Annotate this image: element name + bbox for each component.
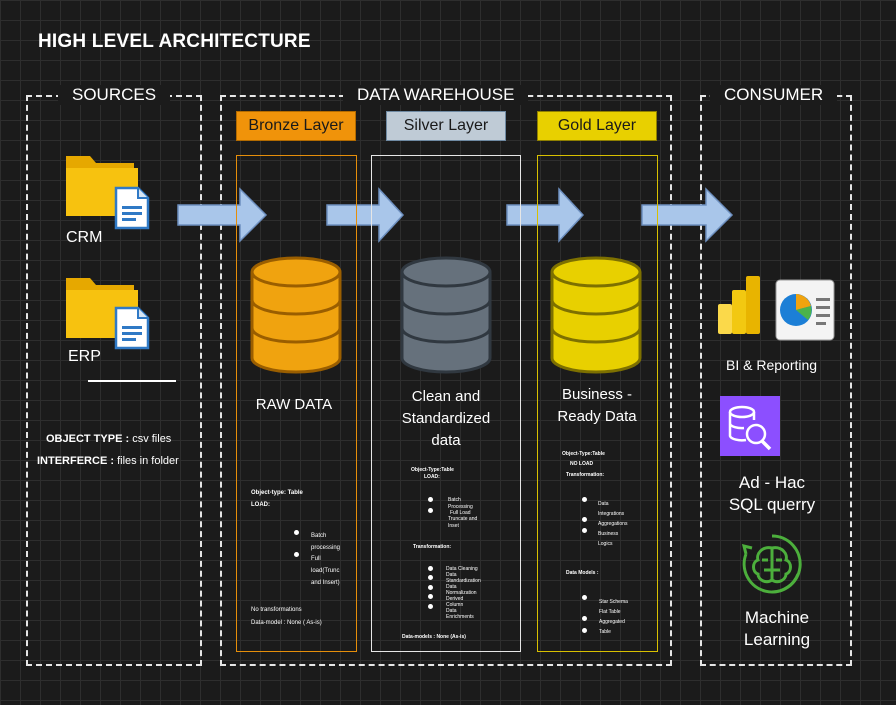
interface-key: INTERFERCE : — [37, 455, 114, 467]
silver-data-model: Data-models : None (As-is) — [402, 634, 466, 640]
bullet — [428, 497, 433, 502]
arrow-right-icon — [326, 187, 405, 243]
bronze-load: LOAD: — [251, 502, 270, 508]
sql-search-icon — [720, 396, 780, 456]
gold-transform-bullet: Aggregations — [598, 521, 628, 527]
gold-model-bullet: Star Schema — [599, 599, 628, 605]
gold-transform-list: Data Integrations Aggregations Business … — [598, 499, 634, 549]
gold-load: NO LOAD — [570, 461, 594, 467]
interface-value: files in folder — [117, 455, 179, 467]
bronze-bullet-1: Batch processing — [311, 533, 341, 551]
silver-load-bullet-1: Batch Processing — [448, 497, 473, 510]
gold-transform-bullet: Business Logics — [598, 531, 619, 547]
silver-transform-bullet: Derived Column — [446, 596, 464, 608]
arrow-right-icon — [506, 187, 585, 243]
database-icon — [550, 256, 642, 374]
bronze-transformations: No transformations — [251, 607, 302, 613]
sources-label: SOURCES — [58, 85, 171, 105]
page-title: HIGH LEVEL ARCHITECTURE — [38, 31, 311, 52]
bronze-data-model: Data-model : None ( As-is) — [251, 620, 322, 626]
brain-circuit-icon — [741, 534, 802, 594]
bronze-layer-box — [236, 155, 357, 652]
bullet — [428, 594, 433, 599]
silver-transform-bullet: Data Cleaning — [446, 566, 478, 572]
bullet — [428, 566, 433, 571]
bronze-bullet-2: Full load(Trunc and Insert) — [311, 556, 340, 586]
object-type-row: OBJECT TYPE : csv files — [46, 429, 171, 450]
silver-caption-line: Standardized — [401, 409, 491, 427]
consumer-label: CONSUMER — [710, 85, 838, 105]
gold-model-bullet: Aggregated Table — [599, 619, 625, 635]
gold-layer-box — [537, 155, 658, 652]
document-icon — [114, 186, 150, 230]
bullet — [582, 517, 587, 522]
silver-layer-box — [371, 155, 521, 652]
gold-object-type: Object-Type:Table — [562, 451, 605, 457]
bullet — [428, 585, 433, 590]
object-type-key: OBJECT TYPE : — [46, 433, 130, 445]
silver-caption: Clean and Standardized data — [376, 386, 516, 451]
bullet — [428, 604, 433, 609]
silver-object-type: Object-Type:Table — [411, 467, 454, 473]
crm-label: CRM — [66, 229, 103, 246]
ml-label: Machine Learning — [717, 607, 837, 651]
bullet — [294, 552, 299, 557]
ml-label-line: Machine — [744, 608, 810, 627]
document-icon — [114, 306, 150, 350]
erp-folder-icon — [64, 272, 156, 357]
arrow-right-icon — [177, 187, 268, 243]
pie-chart-dashboard-icon — [775, 279, 835, 341]
gold-data-models: Data Models : — [566, 570, 599, 576]
silver-load: LOAD: — [424, 474, 440, 480]
bullet — [428, 575, 433, 580]
bullet — [294, 530, 299, 535]
crm-folder-icon — [64, 150, 156, 235]
bullet — [582, 616, 587, 621]
bullet — [428, 508, 433, 513]
bronze-caption: RAW DATA — [255, 396, 333, 413]
adhoc-label: Ad - Hac SQL querry — [712, 472, 832, 516]
gold-caption: Business - Ready Data — [537, 384, 657, 428]
bronze-layer-tag: Bronze Layer — [236, 111, 356, 141]
silver-load-bullet-2: Full Load — [450, 510, 471, 516]
silver-transformation: Transformation: — [413, 544, 452, 550]
gold-caption-line: Business - — [561, 386, 633, 403]
object-type-value: csv files — [132, 433, 172, 445]
bullet — [582, 497, 587, 502]
gold-transform-bullet: Data Integrations — [598, 501, 625, 517]
ml-label-line: Learning — [743, 630, 811, 650]
warehouse-label: DATA WAREHOUSE — [343, 85, 529, 105]
interface-row: INTERFERCE : files in folder — [37, 451, 179, 472]
database-icon — [400, 256, 492, 374]
silver-transform-bullet: Data Standardization — [446, 572, 481, 584]
silver-layer-tag: Silver Layer — [386, 111, 506, 141]
gold-layer-tag: Gold Layer — [537, 111, 657, 141]
database-icon — [250, 256, 342, 374]
bullet — [582, 628, 587, 633]
arrow-right-icon — [641, 187, 734, 243]
erp-label: ERP — [68, 348, 101, 365]
bullet — [582, 528, 587, 533]
silver-caption-line: data — [431, 431, 461, 449]
adhoc-label-line: SQL querry — [728, 495, 816, 515]
gold-transformation: Transformation: — [566, 472, 605, 478]
adhoc-label-line: Ad - Hac — [738, 473, 806, 492]
silver-transform-bullet: Data Enrichments — [446, 608, 474, 620]
silver-caption-line: Clean and — [411, 388, 481, 405]
silver-transform-bullet: Data Normalization — [446, 584, 477, 596]
gold-model-bullet: Flat Table — [599, 609, 621, 615]
gold-caption-line: Ready Data — [557, 407, 637, 425]
divider — [88, 380, 176, 382]
bronze-object-type: Object-type: Table — [251, 490, 303, 496]
bi-label: BI & Reporting — [726, 357, 818, 373]
silver-load-bullet-3: Truncate and Inset — [448, 516, 478, 529]
gold-model-list: Star Schema Flat Table Aggregated Table — [599, 597, 629, 637]
power-bi-icon — [718, 276, 760, 334]
bullet — [582, 595, 587, 600]
silver-transform-list: Data Cleaning Data Standardization Data … — [446, 566, 481, 620]
